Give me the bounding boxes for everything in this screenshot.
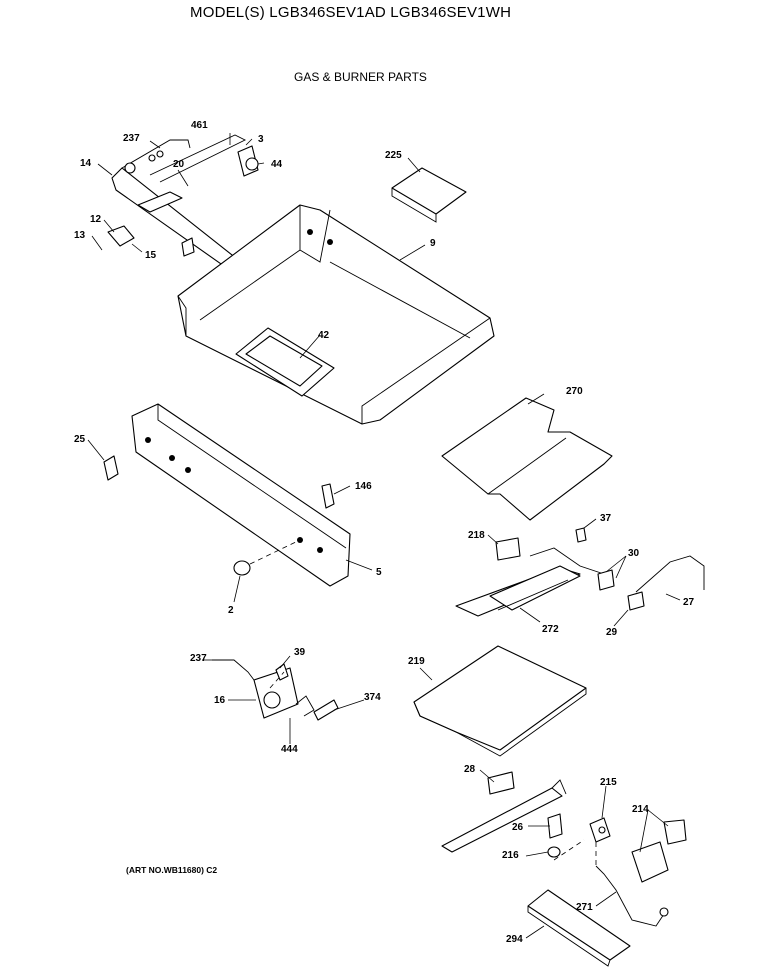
front-panel — [131, 403, 351, 587]
callout-12: 12 — [90, 214, 102, 225]
shield-270 — [441, 397, 613, 521]
callout-237-lower: 237 — [190, 653, 207, 664]
callout-15: 15 — [145, 250, 157, 261]
callout-146: 146 — [355, 481, 372, 492]
callout-5: 5 — [376, 567, 382, 578]
callout-444: 444 — [281, 744, 298, 755]
callout-37: 37 — [600, 513, 612, 524]
callout-272: 272 — [542, 624, 559, 635]
lower-burner — [441, 771, 567, 858]
model-title: MODEL(S) LGB346SEV1AD LGB346SEV1WH — [190, 4, 512, 21]
callout-219: 219 — [408, 656, 425, 667]
callout-39: 39 — [294, 647, 306, 658]
callout-44: 44 — [271, 159, 283, 170]
plate-225 — [391, 167, 467, 223]
small-parts — [103, 455, 335, 576]
callout-27: 27 — [683, 597, 695, 608]
art-number: (ART NO.WB11680) C2 — [126, 865, 218, 875]
callout-270: 270 — [566, 386, 583, 397]
callout-218: 218 — [468, 530, 485, 541]
valve-assembly — [212, 659, 339, 721]
callout-13: 13 — [74, 230, 86, 241]
shield-219 — [413, 645, 587, 757]
section-title: GAS & BURNER PARTS — [294, 70, 427, 84]
callout-2: 2 — [228, 605, 234, 616]
callout-237: 237 — [123, 133, 140, 144]
callout-29: 29 — [606, 627, 618, 638]
callout-9: 9 — [430, 238, 436, 249]
callout-42: 42 — [318, 330, 330, 341]
callout-3: 3 — [258, 134, 264, 145]
callout-294: 294 — [506, 934, 523, 945]
callout-214: 214 — [632, 804, 649, 815]
callout-25: 25 — [74, 434, 86, 445]
callout-26: 26 — [512, 822, 524, 833]
callout-225: 225 — [385, 150, 402, 161]
callout-374: 374 — [364, 692, 381, 703]
callout-16: 16 — [214, 695, 226, 706]
callout-28: 28 — [464, 764, 476, 775]
callout-215: 215 — [600, 777, 617, 788]
burner-272 — [455, 527, 705, 617]
burner-box — [177, 204, 495, 425]
trim-294 — [527, 889, 631, 967]
callout-20: 20 — [173, 159, 185, 170]
callout-30: 30 — [628, 548, 640, 559]
callout-216: 216 — [502, 850, 519, 861]
callout-461: 461 — [191, 120, 208, 131]
callout-271: 271 — [576, 902, 593, 913]
leader-lines — [87, 133, 681, 939]
regulator-parts — [589, 817, 687, 927]
callouts: 237 461 3 14 20 44 225 12 13 15 9 42 25 … — [74, 120, 695, 945]
callout-14: 14 — [80, 158, 92, 169]
